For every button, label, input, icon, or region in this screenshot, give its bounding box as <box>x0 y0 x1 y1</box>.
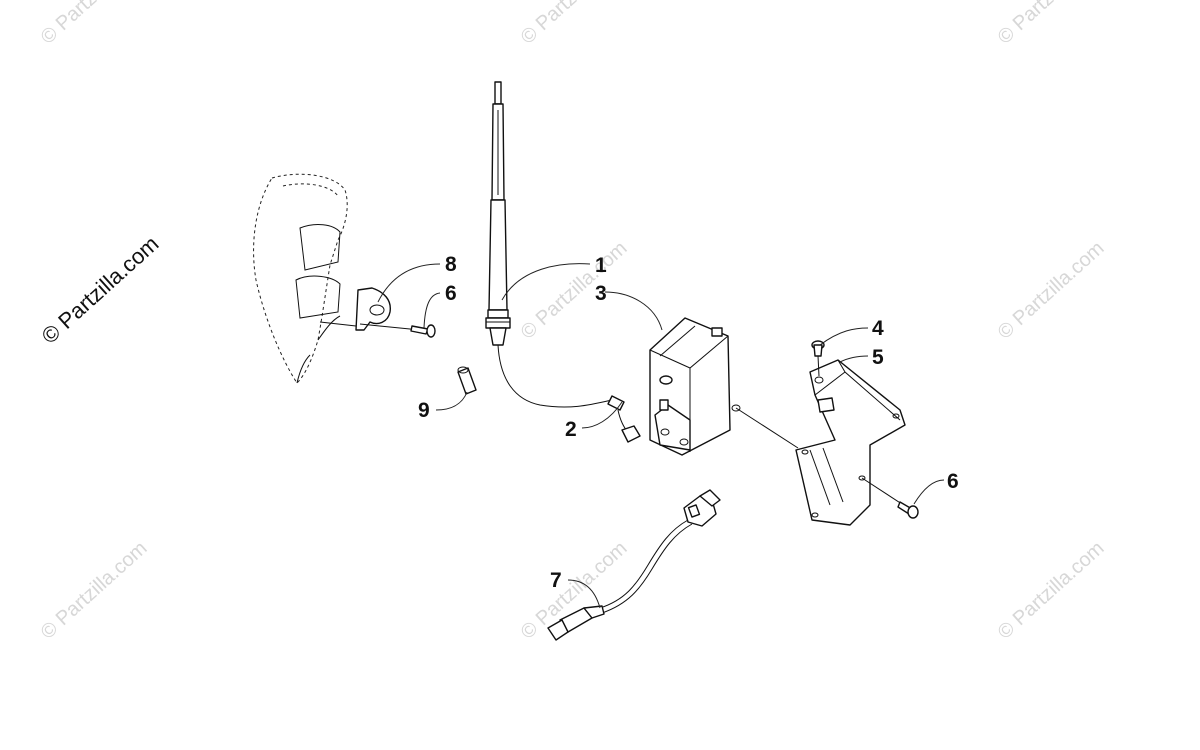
callout-8: 8 <box>445 253 457 276</box>
headlight-housing <box>253 173 348 384</box>
control-module-part-3 <box>649 317 741 456</box>
plug-part-9 <box>457 366 477 395</box>
antenna-part-1 <box>485 81 625 411</box>
callout-labels: 1 2 3 4 5 6 6 7 8 9 <box>418 253 959 592</box>
callout-9: 9 <box>418 399 430 422</box>
screw-part-6-left <box>359 323 436 338</box>
callout-6-right: 6 <box>947 470 959 493</box>
watermark-text: © Partzilla.com <box>37 0 152 49</box>
watermark-text: © Partzilla.com <box>994 237 1109 344</box>
connector-part-2 <box>617 409 641 443</box>
callout-2: 2 <box>565 418 577 441</box>
watermark-text: © Partzilla.com <box>994 537 1109 644</box>
watermark-primary: © Partzilla.com <box>37 231 164 349</box>
screw-part-4 <box>811 340 825 377</box>
callout-1: 1 <box>595 254 607 277</box>
callout-6-left: 6 <box>445 282 457 305</box>
watermark-text: © Partzilla.com <box>517 237 632 344</box>
watermark-text: © Partzilla.com <box>994 0 1109 49</box>
mounting-plate-part-5 <box>735 359 906 526</box>
screw-part-6-right <box>861 477 919 519</box>
mount-bracket-part-8 <box>319 287 391 331</box>
watermark-layer: © Partzilla.com © Partzilla.com © Partzi… <box>37 0 1109 644</box>
leader-lines <box>377 263 945 609</box>
watermark-text: © Partzilla.com <box>517 0 632 49</box>
callout-3: 3 <box>595 282 607 305</box>
callout-7: 7 <box>550 569 562 592</box>
watermark-text: © Partzilla.com <box>37 537 152 644</box>
callout-4: 4 <box>872 317 884 340</box>
callout-5: 5 <box>872 346 884 369</box>
wiring-harness-part-7 <box>547 489 721 641</box>
